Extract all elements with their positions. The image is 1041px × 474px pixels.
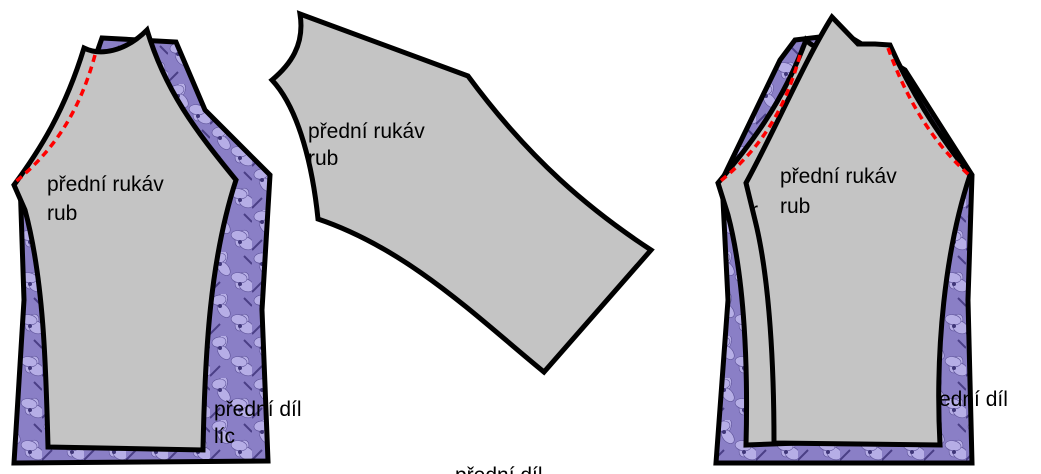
label-right-side-left: líc	[214, 425, 235, 448]
label-front-sleeve-left: přední rukáv	[47, 173, 164, 196]
right-assembly: r přední rukáv rub ední díl	[716, 17, 1008, 463]
label-front-sleeve-right: přední rukáv	[780, 165, 897, 188]
label-wrong-side-right: rub	[780, 195, 810, 218]
label-front-sleeve-middle: přední rukáv	[308, 120, 425, 143]
label-front-panel-bottom: přední díl	[455, 464, 543, 474]
sleeve-piece-left	[14, 30, 236, 450]
label-wrong-side-middle: rub	[308, 147, 338, 170]
label-partial-wrong-right: r	[751, 199, 758, 222]
label-wrong-side-left: rub	[47, 202, 77, 225]
left-assembly: přední rukáv rub přední díl líc	[14, 30, 302, 463]
sleeve-piece-middle	[272, 14, 651, 372]
middle-sleeve: přední rukáv rub přední díl	[272, 14, 651, 474]
label-front-panel-right: ední díl	[939, 388, 1008, 411]
label-front-panel-left: přední díl	[214, 398, 302, 421]
